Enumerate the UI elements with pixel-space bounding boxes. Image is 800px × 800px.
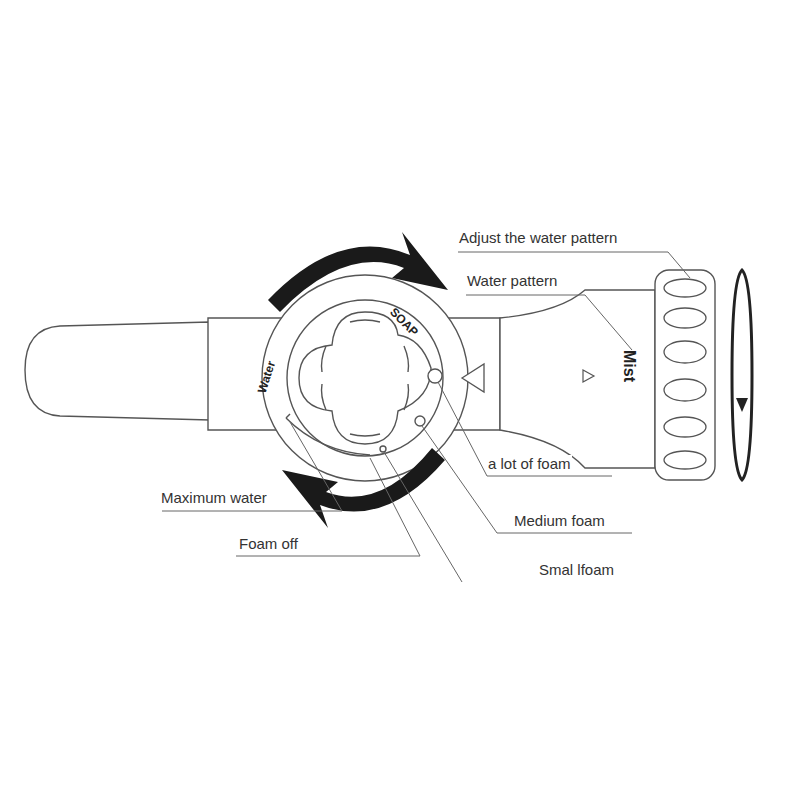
- callout-label: Foam off: [238, 535, 299, 553]
- rotate-ring-arrow: [736, 398, 748, 412]
- rotate-arrow: [268, 232, 448, 312]
- callout-label: Medium foam: [513, 512, 606, 530]
- arrow-mark: [583, 370, 594, 382]
- callout-label: Smal lfoam: [538, 561, 615, 579]
- ring-grips: [664, 279, 706, 469]
- callout-label: a lot of foam: [487, 455, 572, 473]
- rotate-ring-arrow: [732, 270, 752, 480]
- callout-label: Water pattern: [466, 272, 558, 290]
- arrow-mark: [462, 364, 484, 392]
- handle: [25, 322, 210, 420]
- selector-dial: [262, 275, 468, 481]
- pattern-ring: [655, 270, 715, 480]
- leader-lines: [162, 252, 690, 582]
- rotate-arrow: [282, 448, 445, 528]
- pattern-mark: Mist: [620, 349, 638, 383]
- nozzle-head: [500, 290, 655, 468]
- callout-label: Maximum water: [160, 489, 268, 507]
- callout-label: Adjust the water pattern: [458, 229, 618, 247]
